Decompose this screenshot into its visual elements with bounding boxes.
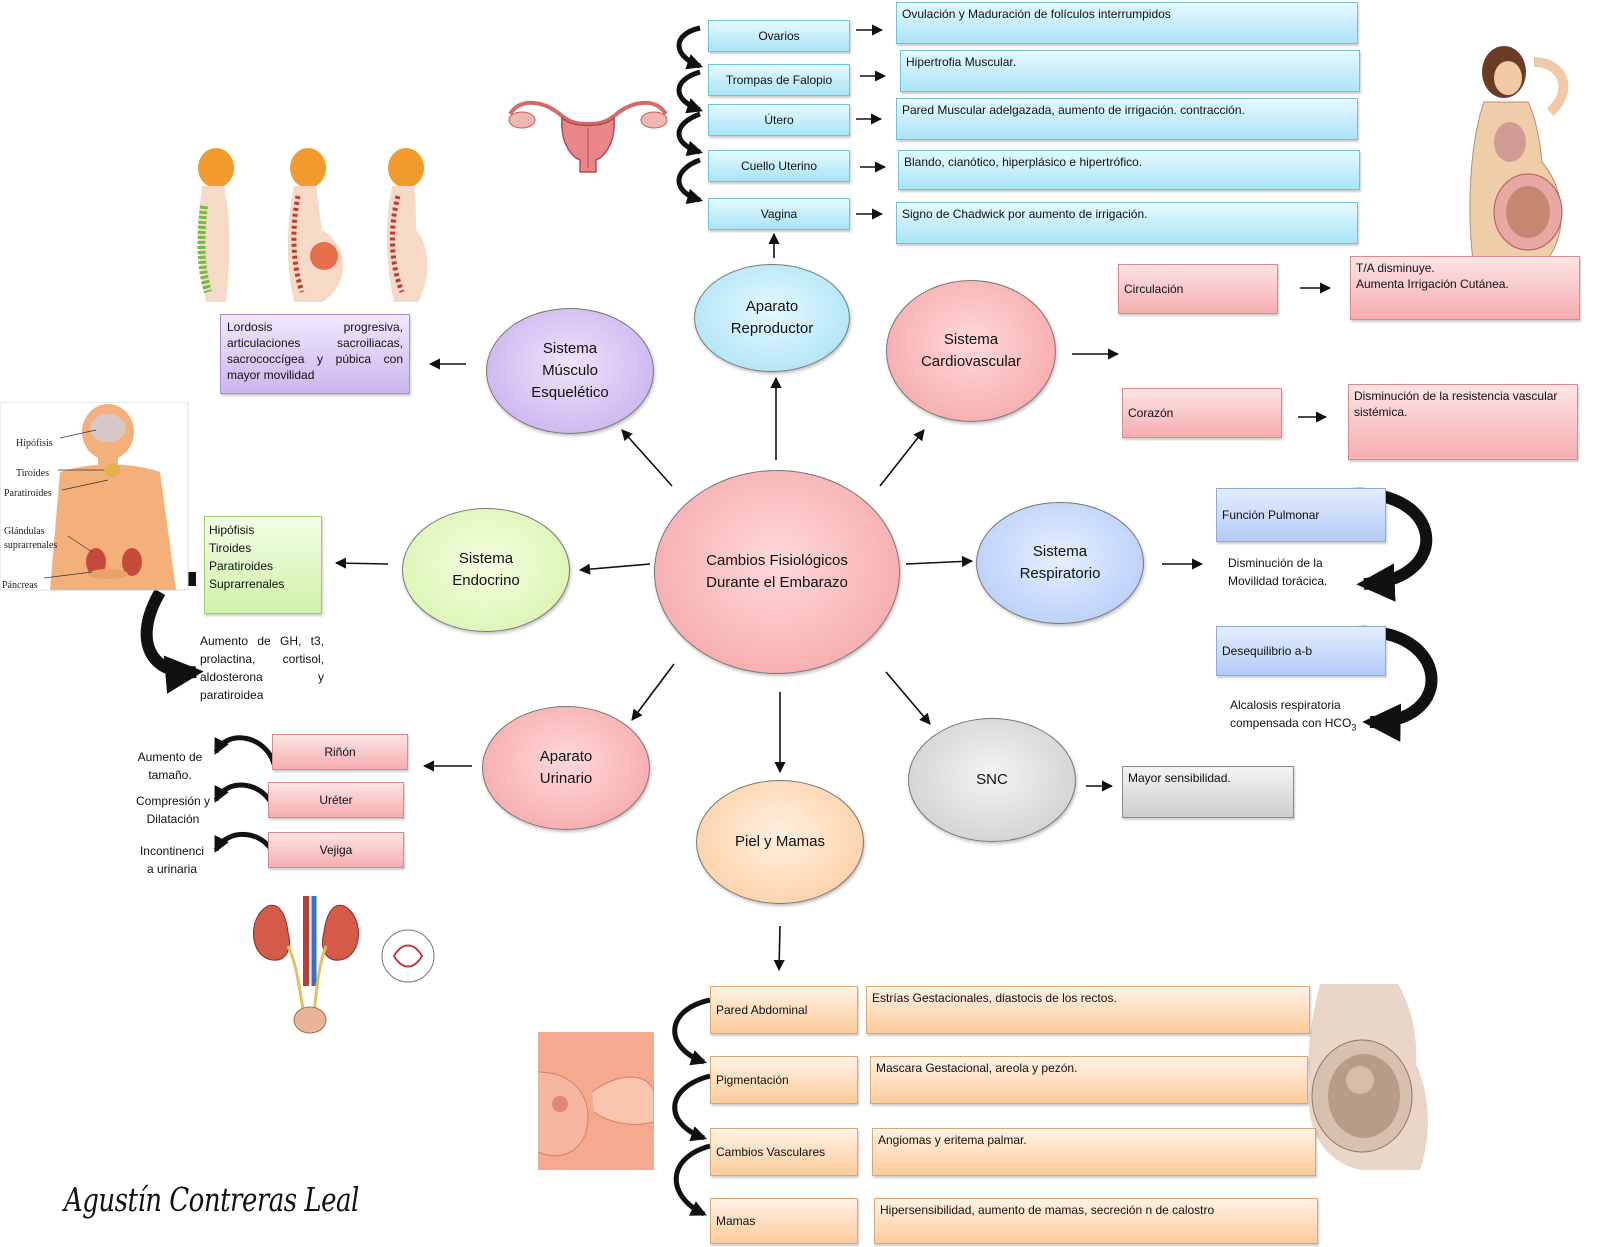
urin-effect-rinon-line2: tamaño.	[148, 768, 192, 782]
circulacion-effect-line1: T/A disminuye.	[1356, 261, 1435, 275]
node-aparato-reproductor[interactable]: Aparato Reproductor	[694, 264, 850, 372]
musculo-effect: Lordosis progresiva, articulaciones sacr…	[220, 314, 410, 394]
node-aparato-urinario[interactable]: Aparato Urinario	[482, 706, 650, 830]
figure-label-paratiroides: Paratiroides	[4, 488, 52, 499]
uterus-illustration	[508, 100, 668, 173]
spine-posture-illustration	[197, 148, 428, 302]
node-snc[interactable]: SNC	[908, 718, 1076, 842]
musculo-effect-text: Lordosis progresiva, articulaciones sacr…	[227, 319, 403, 383]
node-sistema-musculo-esqueletico[interactable]: Sistema Músculo Esquelético	[486, 308, 654, 434]
figure-label-hipofisis: Hipófisis	[16, 438, 53, 449]
change-trompas: Hipertrofia Muscular.	[900, 50, 1360, 92]
cardio-corazon-effect: Disminución de la resistencia vascular s…	[1348, 384, 1578, 460]
urin-effect-rinon-line1: Aumento de	[137, 750, 203, 764]
resp-desequilibrio-effect-subscript: 3	[1351, 722, 1357, 733]
piel-change-cambios-vasculares: Angiomas y eritema palmar.	[872, 1128, 1316, 1176]
kidney-illustration	[253, 896, 435, 1034]
urin-effect-rinon: Aumento de tamaño.	[130, 748, 210, 784]
node-piel-y-mamas[interactable]: Piel y Mamas	[696, 780, 864, 904]
pregnant-fetus-illustration	[1308, 984, 1428, 1170]
organ-vagina[interactable]: Vagina	[708, 198, 850, 230]
change-cuello: Blando, cianótico, hiperplásico e hipert…	[898, 150, 1360, 190]
arrow-center-cardio	[879, 429, 925, 487]
change-utero: Pared Muscular adelgazada, aumento de ir…	[896, 98, 1358, 140]
gland-hipofisis: Hipófisis	[209, 523, 255, 537]
urin-effect-ureter-line1: Compresión y	[135, 794, 211, 808]
piel-pigmentacion[interactable]: Pigmentación	[710, 1056, 858, 1104]
breast-illustration	[538, 1032, 654, 1170]
endocrino-glands: Hipófisis Tiroides Paratiroides Suprarre…	[204, 516, 322, 614]
resp-desequilibrio-effect-line2: compensada con HCO3	[1230, 714, 1390, 736]
figure-label-glandulas: Glándulas	[4, 526, 45, 537]
urin-vejiga[interactable]: Vejiga	[268, 832, 404, 868]
change-ovarios: Ovulación y Maduración de folículos inte…	[896, 2, 1358, 44]
arrow-center-endocrino	[578, 563, 651, 575]
arrow-center-musculo	[621, 429, 673, 487]
piel-cambios-vasculares[interactable]: Cambios Vasculares	[710, 1128, 858, 1176]
urin-effect-ureter-line2: Dilatación	[146, 812, 200, 826]
urin-effect-vejiga: Incontinenci a urinaria	[132, 842, 212, 878]
organ-cuello[interactable]: Cuello Uterino	[708, 150, 850, 182]
figure-label-pancreas: Páncreas	[2, 580, 38, 591]
urin-effect-vejiga-line1: Incontinenci	[139, 844, 205, 858]
change-vagina: Signo de Chadwick por aumento de irrigac…	[896, 202, 1358, 244]
circulacion-effect-line2: Aumenta Irrigación Cutánea.	[1356, 277, 1509, 291]
organ-trompas[interactable]: Trompas de Falopio	[708, 64, 850, 96]
central-node[interactable]: Cambios Fisiológicos Durante el Embarazo	[654, 470, 900, 674]
arrow-center-snc	[885, 671, 931, 725]
endocrine-body-illustration	[0, 402, 189, 591]
urin-effect-vejiga-line2: a urinaria	[146, 862, 198, 876]
resp-funcion-effect: Disminución de la Movilidad torácica.	[1228, 556, 1328, 588]
urin-ureter[interactable]: Uréter	[268, 782, 404, 818]
figure-label-tiroides: Tiroides	[16, 468, 49, 479]
resp-desequilibrio-effect: Alcalosis respiratoria compensada con HC…	[1230, 696, 1390, 736]
organ-utero[interactable]: Útero	[708, 104, 850, 136]
cardio-circulacion[interactable]: Circulación	[1118, 264, 1278, 314]
endocrino-effect: Aumento de GH, t3, prolactina, cortisol,…	[200, 632, 324, 704]
pregnant-woman-anatomy-illustration	[1469, 46, 1569, 269]
node-sistema-respiratorio[interactable]: Sistema Respiratorio	[976, 502, 1144, 624]
piel-mamas[interactable]: Mamas	[710, 1198, 858, 1244]
piel-pared-abdominal[interactable]: Pared Abdominal	[710, 986, 858, 1034]
gland-suprarrenales: Suprarrenales	[209, 577, 285, 591]
cardio-circulacion-effect: T/A disminuye. Aumenta Irrigación Cutáne…	[1350, 256, 1580, 320]
snc-effect: Mayor sensibilidad.	[1122, 766, 1294, 818]
urin-rinon[interactable]: Riñón	[272, 734, 408, 770]
arrow-endocrino-glands	[334, 557, 389, 569]
arrow-center-urinario	[631, 663, 675, 721]
author-signature: Agustín Contreras Leal	[64, 1182, 359, 1220]
node-sistema-cardiovascular[interactable]: Sistema Cardiovascular	[886, 280, 1056, 422]
organ-ovarios[interactable]: Ovarios	[708, 20, 850, 52]
gland-paratiroides: Paratiroides	[209, 559, 274, 573]
piel-change-pigmentacion: Mascara Gestacional, areola y pezón.	[870, 1056, 1308, 1104]
resp-desequilibrio-effect-text: compensada con HCO	[1230, 716, 1352, 730]
resp-funcion-pulmonar[interactable]: Función Pulmonar	[1216, 488, 1386, 542]
arrow-piel-down	[773, 925, 785, 972]
node-sistema-endocrino[interactable]: Sistema Endocrino	[402, 508, 570, 632]
resp-desequilibrio-effect-line1: Alcalosis respiratoria	[1230, 698, 1341, 712]
piel-change-pared-abdominal: Estrías Gestacionales, diastocis de los …	[866, 986, 1310, 1034]
arrow-center-respiratorio	[905, 555, 974, 568]
cardio-corazon[interactable]: Corazón	[1122, 388, 1282, 438]
resp-desequilibrio[interactable]: Desequilibrio a-b	[1216, 626, 1386, 676]
piel-change-mamas: Hipersensibilidad, aumento de mamas, sec…	[874, 1198, 1318, 1244]
urin-effect-ureter: Compresión y Dilatación	[130, 792, 216, 828]
endocrino-effect-text: Aumento de GH, t3, prolactina, cortisol,…	[200, 634, 324, 702]
gland-tiroides: Tiroides	[209, 541, 252, 555]
figure-label-suprarrenales: suprarrenales	[4, 540, 58, 551]
musculo-effect-text-inner: Lordosis progresiva, articulaciones sacr…	[227, 320, 403, 382]
